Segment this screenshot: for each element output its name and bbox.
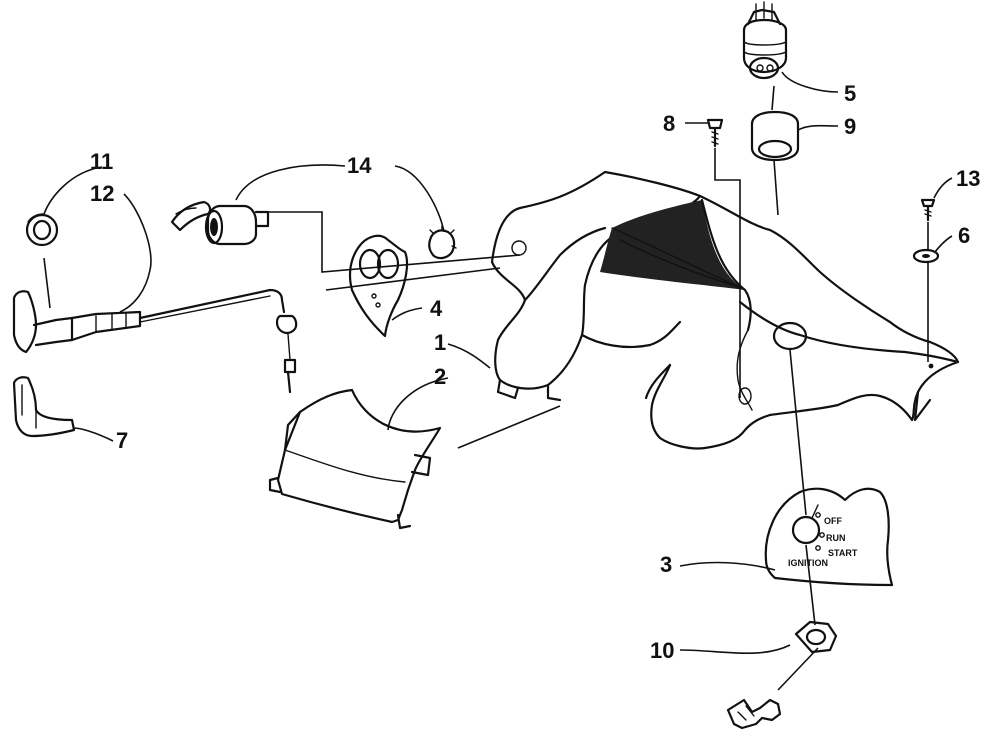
callout-10: 10 [650, 638, 674, 663]
callout-3: 3 [660, 552, 672, 577]
panel-label-start: START [828, 548, 858, 558]
callout-11: 11 [90, 149, 113, 174]
callout-7: 7 [116, 428, 128, 453]
ignition-key [726, 698, 782, 730]
part-12-throttle-assembly [12, 288, 298, 394]
part-7-lever [12, 376, 76, 438]
callout-5: 5 [844, 81, 856, 106]
part-3-ignition-panel: OFF RUN START IGNITION [764, 487, 894, 587]
part-8-screw [706, 118, 724, 148]
panel-label-run: RUN [826, 533, 846, 543]
part-5-ignition-switch [742, 1, 788, 80]
callout-leaders [43, 71, 953, 655]
callout-4: 4 [430, 296, 443, 321]
panel-label-off: OFF [824, 516, 842, 526]
callout-12: 12 [90, 181, 114, 206]
part-11-lock-nut [25, 213, 59, 247]
callout-6: 6 [958, 223, 970, 248]
assembly-lines [43, 85, 929, 691]
callout-8: 8 [663, 111, 675, 136]
part-1-console-housing [490, 170, 960, 450]
part-10-nut [794, 620, 838, 654]
part-6-washer [912, 248, 940, 264]
callout-1: 1 [434, 330, 446, 355]
callout-13: 13 [956, 166, 980, 191]
part-4-mounting-plate [348, 234, 409, 338]
callout-2: 2 [434, 364, 446, 389]
part-9-bushing [750, 110, 800, 162]
callout-14: 14 [347, 153, 372, 178]
callout-9: 9 [844, 114, 856, 139]
callout-labels: 1 2 3 4 5 6 7 8 9 10 11 12 13 14 [90, 81, 980, 663]
part-13-screw [920, 198, 936, 222]
part-14-power-socket [170, 200, 457, 260]
part-2-lower-panel [268, 388, 442, 530]
